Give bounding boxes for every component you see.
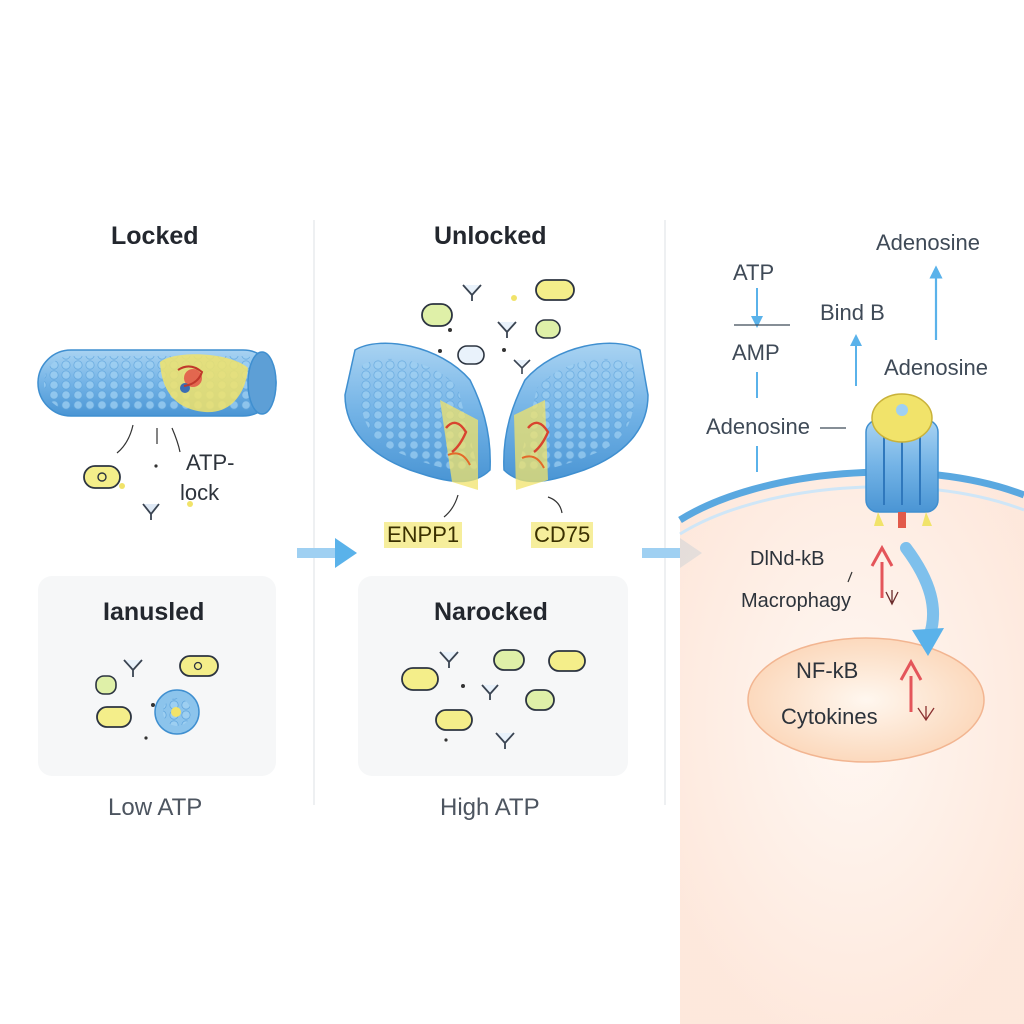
atp-molecule-group-middle-lower — [401, 649, 586, 749]
label-atp: ATP — [733, 260, 775, 285]
label-adenosine-top: Adenosine — [876, 230, 980, 255]
atp-molecule-group-left-lower — [95, 655, 219, 740]
atp-lock-label-1: ATP- — [186, 450, 235, 475]
unlocked-protein-right-half — [503, 342, 649, 490]
panel-subtitle-middle: Narocked — [434, 598, 548, 626]
label-nfkb: NF-kB — [796, 658, 859, 683]
panel-title-locked: Locked — [111, 222, 199, 250]
enzyme-label-cd75: CD75 — [531, 522, 594, 548]
left-lower-box — [38, 576, 276, 776]
panel-title-unlocked: Unlocked — [434, 222, 547, 250]
caption-high-atp: High ATP — [440, 794, 540, 821]
nucleus — [747, 637, 985, 763]
label-signal: DlNd-kB — [750, 548, 825, 570]
locked-tube-protein — [37, 349, 277, 417]
label-bind-b: Bind B — [820, 300, 885, 325]
atp-molecule-group-middle — [421, 279, 575, 374]
label-adenosine-1: Adenosine — [706, 414, 810, 439]
flow-arrow-1 — [297, 538, 357, 568]
label-adenosine-right: Adenosine — [884, 355, 988, 380]
label-amp: AMP — [732, 340, 780, 365]
caption-low-atp: Low ATP — [108, 794, 203, 821]
middle-lower-box — [358, 576, 628, 776]
enzyme-label-enpp1: ENPP1 — [384, 522, 463, 548]
atp-molecule-group-left — [83, 465, 193, 520]
cell-membrane — [678, 468, 1024, 523]
panel-subtitle-left: Ianusled — [103, 598, 205, 626]
up-arrow-red-1 — [870, 544, 899, 606]
label-cytokines: Cytokines — [781, 704, 878, 729]
atp-lock-label-2: lock — [180, 480, 220, 505]
up-arrow-red-2 — [899, 658, 935, 722]
adenosine-receptor-channel — [865, 393, 939, 528]
unlocked-protein-left-half — [344, 342, 491, 490]
label-macrophage: Macrophagy — [741, 590, 852, 612]
